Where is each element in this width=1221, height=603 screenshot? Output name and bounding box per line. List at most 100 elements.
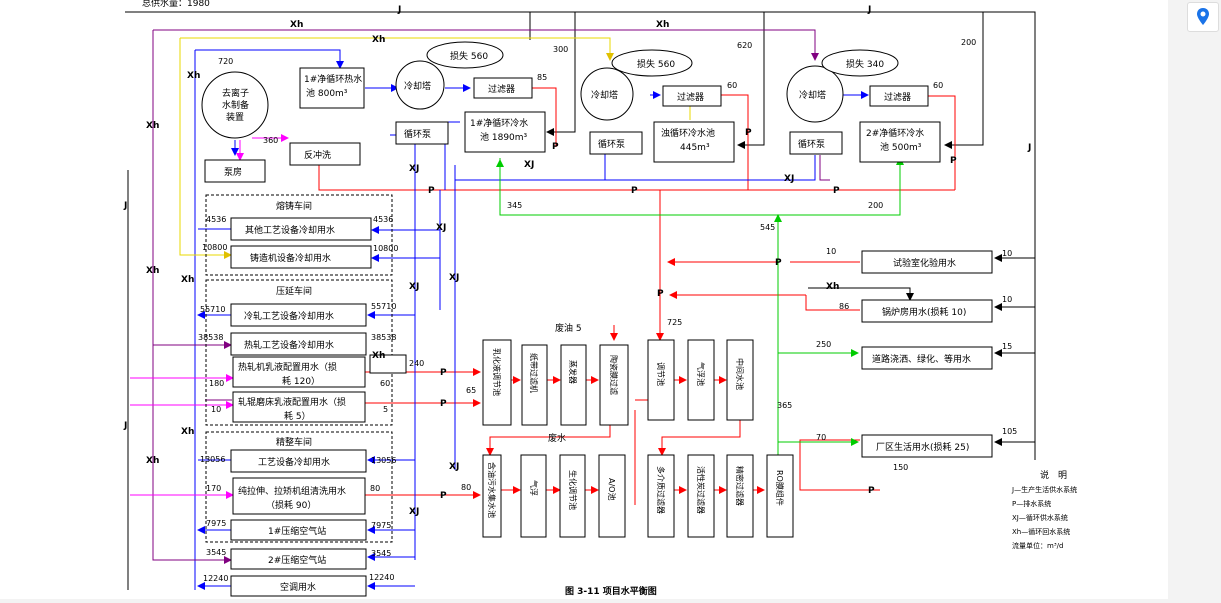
code-xh-3: Xh [372,35,385,45]
hot-emul-label-2: 耗 120） [282,376,320,387]
flow-85: 85 [537,73,547,82]
code-xh-6: Xh [146,266,159,276]
tank-b7-label: 精密过滤器 [735,466,745,506]
flow-80-r: 80 [461,483,471,492]
legend-item-3: XJ—循环供水系统 [1012,513,1068,522]
code-p-8: P [657,289,664,299]
code-p-1: P [552,142,559,152]
pool4-label-1: 2#净循环冷水 [866,127,924,139]
deion-label-1: 去离子 [222,87,249,99]
code-xj-1: XJ [409,164,419,174]
flow-300: 300 [553,45,568,54]
cloud2-label: 损失 560 [637,58,675,70]
code-p-3: P [950,156,957,166]
flow-5: 5 [383,405,388,414]
caster-cool-label: 铸造机设备冷却用水 [250,252,331,264]
tower3-circle [786,65,844,123]
oil-label: 废油 5 [555,322,582,334]
flow-12240-l: 12240 [203,574,228,583]
hot-emul-label-1: 热轧机乳液配置用水（损 [238,361,337,373]
filter1-label: 过滤器 [488,83,515,95]
stretch-label-2: （损耗 90） [266,499,316,511]
flow-7975-r: 7975 [371,521,391,530]
aircon-label: 空调用水 [280,581,316,593]
flow-70: 70 [816,433,826,442]
cold-roll-label: 冷轧工艺设备冷却用水 [244,310,334,322]
flow-180: 180 [209,379,224,388]
flow-4536-r: 4536 [373,215,393,224]
group-roll-box [205,279,393,426]
code-xj-7: XJ [449,462,459,472]
code-xj-2: XJ [524,160,534,170]
tower1-circle [395,60,445,110]
road-label: 道路浇洒、绿化、等用水 [872,353,971,365]
tank-b5-label: 多介质过滤器 [656,466,666,514]
water-balance-diagram: 总供水量：1980 图 3-11 项目水平衡图 熔铸车间 压延车间 精整车间 去… [123,0,1077,597]
location-button[interactable] [1187,2,1219,32]
tank-t7-label: 中间水池 [735,358,745,390]
flow-345: 345 [507,201,522,210]
tank-b8-label: RO膜组件 [775,470,785,506]
flow-725: 725 [667,318,682,327]
flow-365: 365 [777,401,792,410]
pool2-label-2: 池 1890m³ [480,131,528,143]
flow-60-a: 60 [727,81,737,90]
code-xj-5: XJ [409,282,419,292]
tank-t6-label: 气浮池 [696,362,706,386]
tank-t4-label: 陶瓷膜过滤 [609,355,619,395]
flow-10-left: 10 [211,405,221,414]
flow-3545-l: 3545 [206,548,226,557]
group-finish-label: 精整车间 [276,436,312,448]
code-p-6: P [833,186,840,196]
flow-13056-l: 13056 [200,455,225,464]
code-p-7: P [775,258,782,268]
code-p-9: P [440,368,447,378]
flow-65: 65 [466,386,476,395]
pump2-label: 循环泵 [598,138,625,150]
tower2-circle [580,67,634,121]
flow-7975-l: 7975 [206,519,226,528]
tank-t5-label: 调节池 [656,362,666,386]
code-j-2: J [867,5,871,15]
flow-3545-r: 3545 [371,549,391,558]
code-xj-4: XJ [436,223,446,233]
grind-emul-label-1: 轧辊磨床乳液配置用水（损 [238,396,346,408]
flow-360: 360 [263,136,278,145]
tank-b1-label: 含油污水集水池 [487,462,497,518]
flow-200-mid: 200 [868,201,883,210]
code-xh-2: Xh [656,20,669,30]
stretch-label-1: 纯拉伸、拉矫机组清洗用水 [238,485,346,497]
code-p-5: P [631,186,638,196]
document-page: 总供水量：1980 图 3-11 项目水平衡图 熔铸车间 压延车间 精整车间 去… [0,0,1168,599]
flow-80-l: 80 [370,484,380,493]
code-xh-4: Xh [187,71,200,81]
tower3-label: 冷却塔 [799,89,826,101]
code-xh-9: Xh [146,456,159,466]
code-p-11: P [440,491,447,501]
flow-720: 720 [218,57,233,66]
backwash-label: 反冲洗 [304,149,331,161]
code-j-3: J [1027,143,1031,153]
flow-4536-l: 4536 [206,215,226,224]
code-xh-7: Xh [181,275,194,285]
tank-b3-label: 生化调节池 [568,470,578,510]
boiler-label: 锅炉房用水(损耗 10) [882,306,966,318]
flow-10-lab-r: 10 [1002,249,1012,258]
legend-item-2: P—排水系统 [1012,499,1051,508]
code-p-2: P [745,128,752,138]
deion-label-2: 水制备 [222,99,249,111]
group-melt-box [205,194,393,276]
pool1-label-2: 池 800m³ [306,87,348,99]
caption: 图 3-11 项目水平衡图 [565,585,657,597]
legend-title: 说 明 [1040,469,1067,481]
code-p-12: P [868,486,875,496]
group-finish-box [205,431,393,543]
pump-room-label: 泵房 [224,166,242,178]
tank-b6-label: 活性炭过滤器 [696,466,706,514]
filter3-label: 过滤器 [884,91,911,103]
flow-38538-l: 38538 [198,333,223,342]
waste-label: 废水 [548,432,566,444]
pool1-label-1: 1#净循环热水 [304,73,362,85]
flow-55710-r: 55710 [371,302,396,311]
flow-55710-l: 55710 [200,305,225,314]
